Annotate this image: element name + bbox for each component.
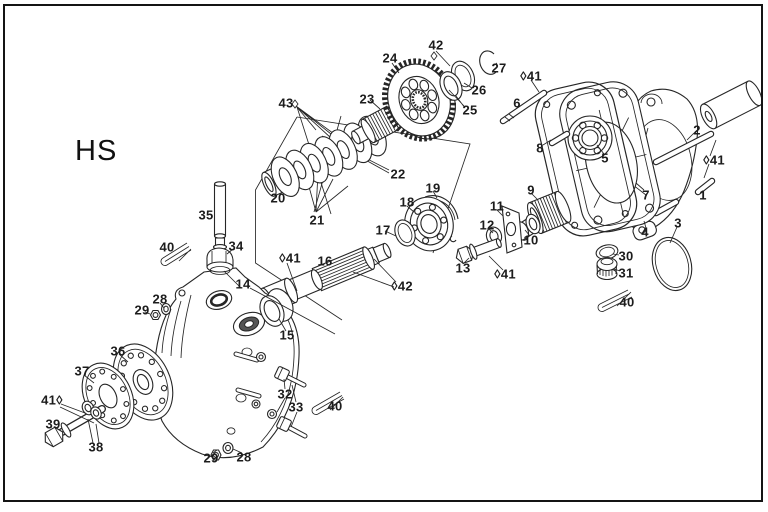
part-label-37-40: 37 bbox=[74, 363, 90, 379]
part-label-40-35: 40 bbox=[159, 239, 175, 255]
part-label-10-20: 10 bbox=[523, 232, 539, 248]
part-label-21-27: 21 bbox=[309, 212, 325, 228]
plate-11 bbox=[501, 205, 523, 254]
part-label-19-23: 19 bbox=[425, 180, 441, 196]
part-label-29-37: 29 bbox=[134, 302, 150, 318]
part-label-16-29: 16 bbox=[317, 253, 333, 269]
disc-stack-20-21-22 bbox=[261, 115, 387, 197]
part-label-27-2: 27 bbox=[491, 60, 507, 76]
part-label-32-46: 32 bbox=[277, 386, 293, 402]
part-label-41-7: ◊41 bbox=[520, 68, 542, 84]
part-label-33-47: 33 bbox=[288, 399, 304, 415]
breather-cap-34 bbox=[206, 247, 234, 275]
part-label-42-31: ◊42 bbox=[391, 278, 413, 294]
part-label-18-24: 18 bbox=[399, 194, 415, 210]
part-label-4-15: 4 bbox=[641, 224, 649, 240]
leader-lines bbox=[59, 50, 717, 454]
part-label-36-39: 36 bbox=[110, 343, 126, 359]
part-label-31-50: 31 bbox=[618, 265, 634, 281]
bearing-5 bbox=[567, 115, 613, 161]
part-label-28-36: 28 bbox=[152, 291, 168, 307]
part-label-13-21: 13 bbox=[455, 260, 471, 276]
part-label-20-28: 20 bbox=[270, 190, 286, 206]
diagram-title: HS bbox=[75, 135, 118, 167]
o-ring-3 bbox=[651, 236, 693, 292]
part-label-24-0: 24 bbox=[382, 50, 398, 66]
washers-25-26-circlip-27 bbox=[439, 50, 497, 101]
part-label-28-45: 28 bbox=[236, 449, 252, 465]
part-label-34-34: 34 bbox=[228, 238, 244, 254]
bearing-18 bbox=[404, 196, 454, 252]
washer-38 bbox=[81, 400, 102, 420]
splined-hub-23 bbox=[351, 105, 400, 145]
part-label-23-5: 23 bbox=[359, 91, 375, 107]
part-label-6-8: 6 bbox=[513, 95, 521, 111]
part-label-43-6: 43 bbox=[278, 95, 294, 111]
part-label-12-19: 12 bbox=[479, 217, 495, 233]
part-label-5-10: 5 bbox=[601, 150, 609, 166]
stud-6 bbox=[499, 89, 571, 147]
studs-1-2 bbox=[652, 130, 716, 217]
part-label-9-17: 9 bbox=[527, 182, 535, 198]
part-label-39-42: 39 bbox=[45, 416, 61, 432]
part-label-25-4: 25 bbox=[462, 102, 478, 118]
part-label-26-3: 26 bbox=[471, 82, 487, 98]
input-shaft-cylinder bbox=[699, 80, 763, 130]
bolts-32-33 bbox=[251, 351, 308, 439]
part-label-40-51: 40 bbox=[619, 294, 635, 310]
gasket-8 bbox=[534, 81, 638, 237]
part-label-1-13: 1 bbox=[699, 187, 707, 203]
part-label-22-26: 22 bbox=[390, 166, 406, 182]
part-label-41-30: ◊41 bbox=[279, 250, 301, 266]
ring-17 bbox=[394, 219, 416, 247]
seal-15 bbox=[259, 288, 294, 327]
part-label-15-38: 15 bbox=[279, 327, 295, 343]
cotter-pin-40-mid bbox=[311, 391, 345, 415]
part-label-42-1: 42 bbox=[428, 37, 444, 53]
part-label-3-16: 3 bbox=[674, 215, 682, 231]
part-label-40-48: 40 bbox=[327, 398, 343, 414]
part-label-2-11: 2 bbox=[693, 122, 701, 138]
dipstick-tube-35 bbox=[212, 181, 228, 250]
part-label-14-32: 14 bbox=[235, 276, 251, 292]
part-label-29-44: 29 bbox=[203, 450, 219, 466]
part-label-41-12: ◊41 bbox=[703, 152, 725, 168]
plug-31 bbox=[596, 256, 618, 281]
part-label-41-22: ◊41 bbox=[494, 266, 516, 282]
diamond-marker bbox=[291, 51, 438, 109]
part-label-38-43: 38 bbox=[88, 439, 104, 455]
part-label-17-25: 17 bbox=[375, 222, 391, 238]
part-label-8-9: 8 bbox=[536, 140, 544, 156]
part-label-35-33: 35 bbox=[198, 207, 214, 223]
part-label-7-14: 7 bbox=[642, 187, 650, 203]
part-label-11-18: 11 bbox=[489, 198, 505, 214]
part-label-41-41: 41◊ bbox=[41, 392, 63, 408]
cotter-pin-40-left bbox=[160, 242, 192, 266]
cotter-pin-40-right bbox=[597, 289, 633, 312]
part-label-30-49: 30 bbox=[618, 248, 634, 264]
nut-washer-28-29-upper bbox=[149, 302, 172, 321]
